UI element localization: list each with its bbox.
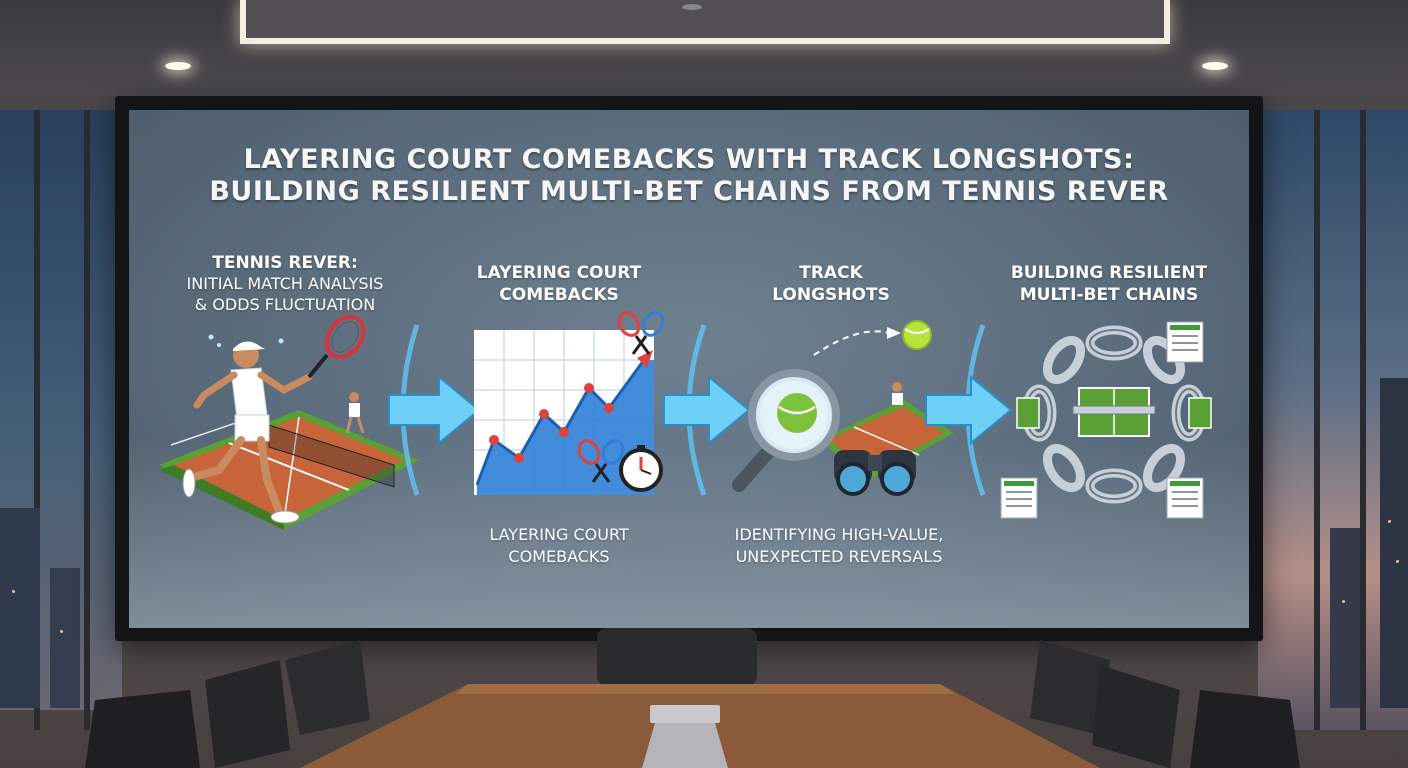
step3-heading-line-2: LONGSHOTS [772, 285, 890, 305]
flow-arrow-icon [925, 324, 1013, 496]
ceiling-downlight-right [1202, 62, 1228, 70]
flow-arrow-icon [388, 324, 481, 496]
ceiling-downlight-center [682, 4, 702, 10]
step2-desc-line-1: LAYERING COURT [489, 525, 629, 544]
title-line-2: BUILDING RESILIENT MULTI-BET CHAINS FROM… [209, 176, 1169, 207]
step3-desc-line-1: IDENTIFYING HIGH-VALUE, [734, 525, 944, 544]
office-chair [1030, 640, 1180, 768]
step3-heading-line-1: TRACK [799, 263, 863, 283]
city-light [1396, 560, 1399, 563]
flow-arrow-icon [663, 324, 751, 496]
ceiling-light-panel [240, 0, 1170, 44]
step4-heading-line-2: MULTI-BET CHAINS [1019, 285, 1199, 305]
chain-court-icon [1000, 321, 1212, 519]
city-building [1330, 528, 1360, 708]
city-building [0, 508, 40, 708]
step1-sub-line-1: INITIAL MATCH ANALYSIS [186, 274, 384, 293]
step2-desc-line-2: COMEBACKS [508, 547, 610, 566]
step2-heading-line-1: LAYERING COURT [476, 263, 642, 283]
window-mullion [1360, 110, 1366, 730]
city-building [1380, 378, 1408, 708]
tennis-player-court-icon [159, 315, 419, 530]
step4-heading-line-1: BUILDING RESILIENT [1010, 263, 1208, 283]
step3-desc-line-2: UNEXPECTED REVERSALS [735, 547, 943, 566]
ceiling-downlight-left [165, 62, 191, 70]
city-light [60, 630, 63, 633]
city-building [50, 568, 80, 708]
window-mullion [34, 110, 40, 730]
city-light [1342, 600, 1345, 603]
step2-heading-line-2: COMEBACKS [499, 285, 619, 305]
presentation-screen: LAYERING COURT COMEBACKS WITH TRACK LONG… [129, 110, 1249, 628]
window-mullion [84, 110, 90, 730]
city-light [1388, 520, 1391, 523]
rising-line-chart-icon [474, 311, 665, 495]
title-line-1: LAYERING COURT COMEBACKS WITH TRACK LONG… [243, 144, 1135, 175]
window-mullion [1314, 110, 1320, 730]
step1-heading: TENNIS REVER: [212, 253, 358, 273]
step1-sub-line-2: & ODDS FLUCTUATION [194, 295, 376, 314]
magnifier-binoculars-icon [732, 320, 954, 496]
office-chair [205, 640, 370, 768]
city-light [12, 590, 15, 593]
